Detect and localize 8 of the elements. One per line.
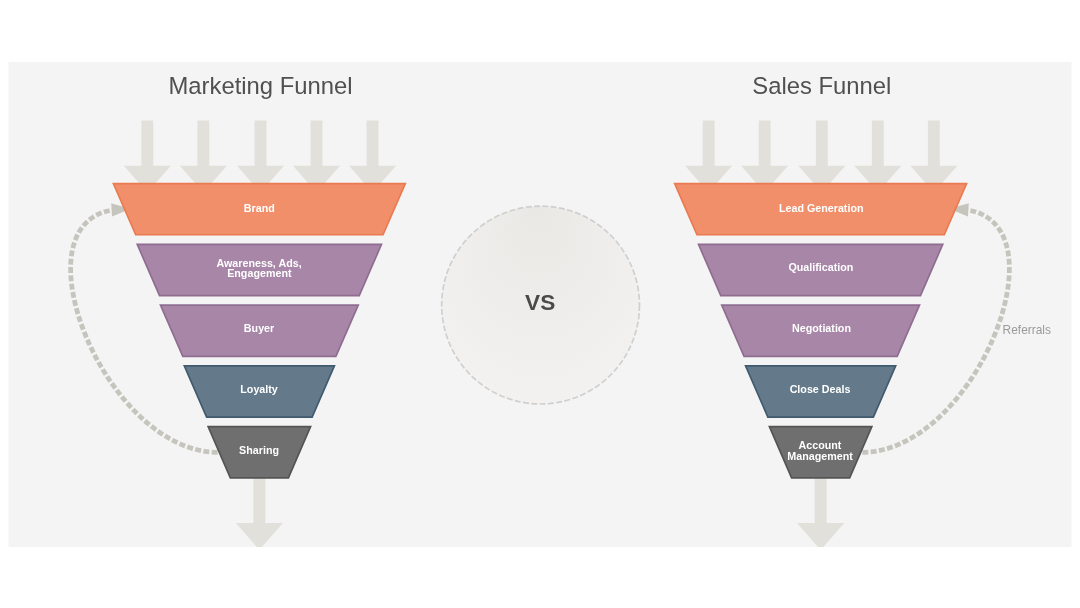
arrow xyxy=(861,202,1012,455)
label: Sales Funnel xyxy=(752,71,892,99)
arrow xyxy=(68,202,219,455)
label: Marketing Funnel xyxy=(168,71,353,99)
arrow xyxy=(797,477,845,547)
edge-label: Referrals xyxy=(1002,322,1051,337)
arrow xyxy=(235,477,283,547)
node-circle: VS xyxy=(440,204,641,405)
